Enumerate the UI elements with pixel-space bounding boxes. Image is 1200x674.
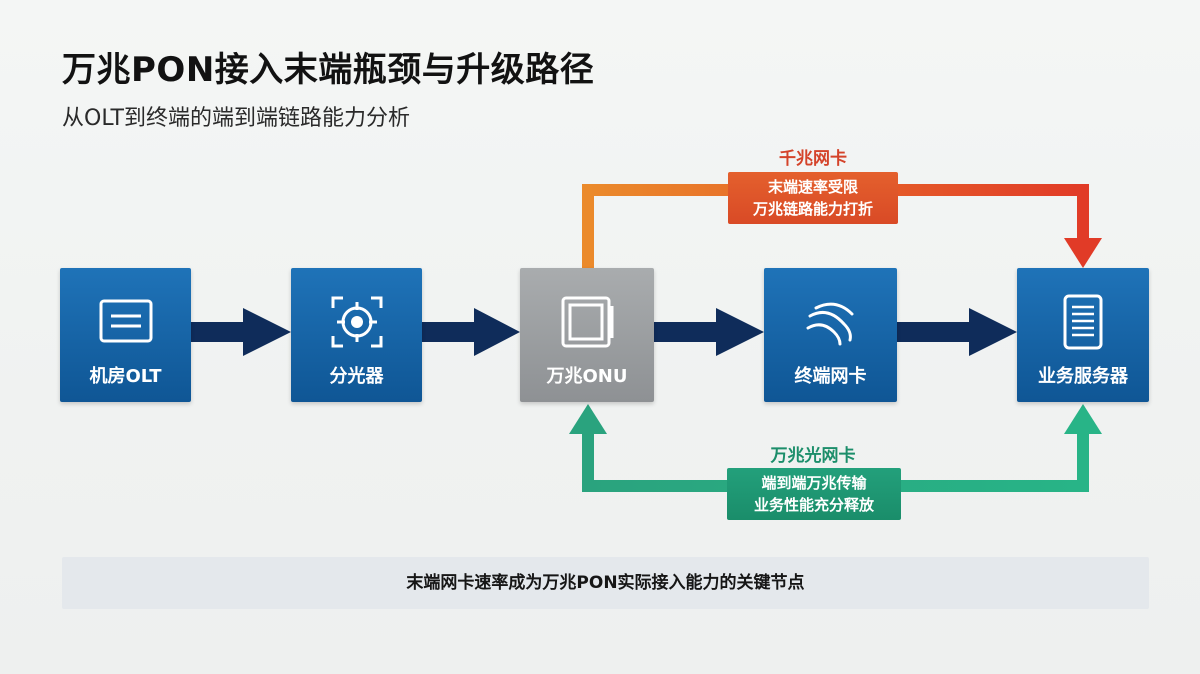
node-label: 业务服务器	[1038, 366, 1128, 387]
node-splitter: 分光器	[291, 268, 422, 402]
node-onu: 万兆ONU	[520, 268, 654, 402]
footer-text: 末端网卡速率成为万兆PON实际接入能力的关键节点	[406, 573, 805, 593]
node-business-server: 业务服务器	[1017, 268, 1149, 402]
upper-path-box: 末端速率受限 万兆链路能力打折	[728, 172, 898, 224]
main-arrow-3	[654, 308, 764, 356]
main-arrow-4	[897, 308, 1017, 356]
upper-path-title: 千兆网卡	[779, 149, 847, 169]
onu-device-icon	[561, 296, 614, 348]
page-title: 万兆PON接入末端瓶颈与升级路径	[62, 50, 595, 90]
upper-path-line2: 万兆链路能力打折	[752, 200, 873, 218]
main-arrow-2	[422, 308, 520, 356]
node-label: 终端网卡	[794, 366, 867, 387]
upper-path-line1: 末端速率受限	[767, 178, 858, 196]
node-label: 机房OLT	[89, 366, 162, 387]
node-terminal-nic: 终端网卡	[764, 268, 897, 402]
main-arrow-1	[191, 308, 291, 356]
node-label: 分光器	[329, 366, 384, 387]
node-olt: 机房OLT	[60, 268, 191, 402]
lower-path-line1: 端到端万兆传输	[761, 474, 867, 492]
olt-device-icon	[99, 299, 153, 343]
footer-banner: 末端网卡速率成为万兆PON实际接入能力的关键节点	[62, 557, 1149, 609]
node-label: 万兆ONU	[546, 366, 628, 387]
lower-path-title: 万兆光网卡	[770, 446, 856, 466]
lower-path-line2: 业务性能充分释放	[753, 496, 874, 514]
lower-path-box: 端到端万兆传输 业务性能充分释放	[727, 468, 901, 520]
splitter-target-icon	[331, 296, 383, 348]
wireless-signal-icon	[806, 302, 854, 346]
server-document-icon	[1063, 294, 1103, 350]
page-subtitle: 从OLT到终端的端到端链路能力分析	[62, 106, 410, 131]
